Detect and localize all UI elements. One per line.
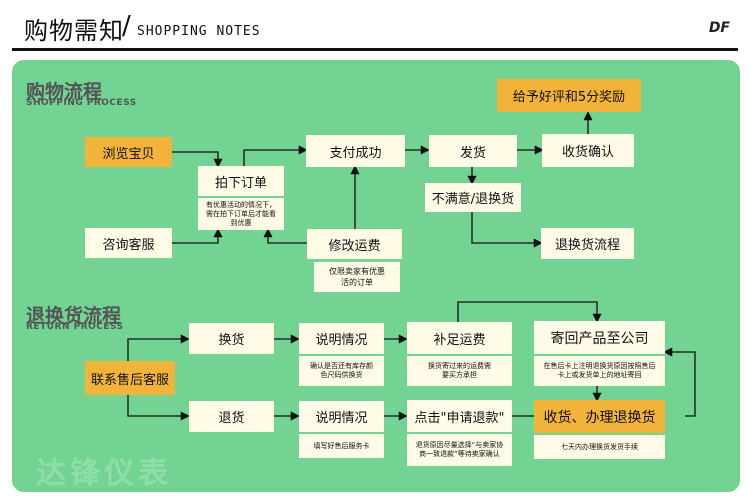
add-shipping-fee-step: 补足运费 [407,322,512,354]
send-back-note: 在售后卡上注明退换货原因按照售后卡上或发货单上的地址寄回 [534,356,665,386]
exchange-step: 换货 [189,323,274,354]
unsatisfied-return-step: 不满意/退换货 [425,183,521,212]
ship-step: 发货 [429,135,517,167]
modify-shipping-note: 仅限卖家有优惠活的订单 [314,262,400,292]
place-order-note: 有优惠活动的情况下，需在拍下订单后才能看到优惠 [198,198,284,230]
shopping-section-subtitle: SHOPPING PROCESS [26,98,137,108]
brand-logo: DF [708,20,730,36]
send-back-step: 寄回产品至公司 [534,321,665,354]
apply-refund-note: 退货原因尽量选择“与卖家协商一致退款”等待卖家确认 [407,434,512,466]
place-order-step: 拍下订单 [198,166,284,196]
confirm-receipt-step: 收货确认 [542,134,634,167]
positive-review-step: 给予好评和5分奖励 [497,79,641,112]
contact-aftersales-step: 联系售后客服 [85,361,175,395]
consult-service-step: 咨询客服 [85,228,172,258]
return-process-step: 退换货流程 [541,228,634,259]
return-section-subtitle: RETURN PROCESS [26,322,124,332]
return-section-title: 退换货流程 [26,305,122,327]
explain-refund-note: 填写好售后服务卡 [299,434,384,458]
title-separator: / [122,11,131,41]
explain-exchange-step: 说明情况 [299,323,384,354]
shopping-section-title: 购物流程 [26,81,103,103]
page-subtitle: SHOPPING NOTES [137,24,261,39]
payment-success-step: 支付成功 [306,135,405,167]
add-shipping-fee-note: 换货寄过来的运费需要买方承担 [407,356,512,386]
receive-and-process-step: 收货、办理退换货 [534,400,665,433]
header-divider [12,48,738,51]
receive-and-process-note: 七天内办理换货发货手续 [534,435,665,459]
modify-shipping-step: 修改运费 [307,229,402,259]
apply-refund-step: 点击"申请退款" [407,400,512,432]
refund-step: 退货 [189,401,274,432]
explain-exchange-note: 确认是否还有库存颜色尺码供换货 [299,356,384,386]
browse-products-step: 浏览宝贝 [85,137,172,167]
brand-watermark: 达锋仪表 [36,456,172,491]
explain-refund-step: 说明情况 [299,401,384,432]
page-title: 购物需知 [24,17,124,45]
